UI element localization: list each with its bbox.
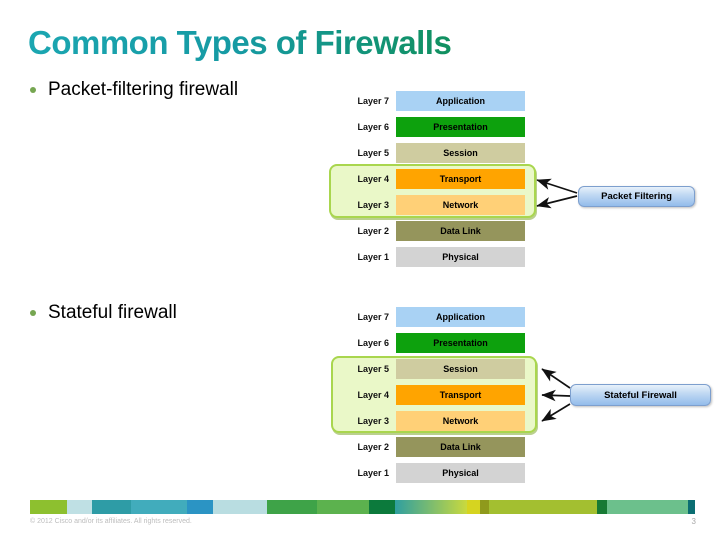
slide-title: Common Types of Firewalls	[28, 24, 628, 62]
layer-number-label: Layer 5	[357, 148, 389, 158]
stripe-segment	[480, 500, 489, 514]
layer-bar: Transport	[396, 169, 525, 189]
layer-number-label: Layer 3	[357, 200, 389, 210]
layer-number-label: Layer 6	[357, 338, 389, 348]
stripe-segment	[467, 500, 480, 514]
bullet-text: Packet-filtering firewall	[48, 79, 239, 100]
layer-bar: Presentation	[396, 333, 525, 353]
layer-bar: Physical	[396, 247, 525, 267]
osi-layer-row: Layer 1 Physical	[334, 463, 525, 483]
osi-layer-row: Layer 5 Session	[334, 359, 525, 379]
stripe-segment	[92, 500, 131, 514]
osi-layer-row: Layer 7 Application	[334, 91, 525, 111]
layer-bar: Data Link	[396, 221, 525, 241]
stripe-segment	[489, 500, 597, 514]
arrow-line	[541, 389, 571, 402]
osi-layer-row: Layer 2 Data Link	[334, 221, 525, 241]
layer-bar: Transport	[396, 385, 525, 405]
callout-stateful-firewall: Stateful Firewall	[570, 384, 711, 406]
stripe-segment	[131, 500, 187, 514]
stripe-segment	[395, 500, 467, 514]
stripe-segment	[369, 500, 395, 514]
arrow-line	[536, 178, 578, 194]
stripe-segment	[317, 500, 369, 514]
layer-bar: Session	[396, 143, 525, 163]
stripe-segment	[688, 500, 695, 514]
osi-layer-row: Layer 3 Network	[334, 195, 525, 215]
osi-layer-row: Layer 3 Network	[334, 411, 525, 431]
layer-bar: Presentation	[396, 117, 525, 137]
layer-number-label: Layer 4	[357, 390, 389, 400]
stripe-segment	[187, 500, 213, 514]
stripe-segment	[607, 500, 688, 514]
layer-number-label: Layer 2	[357, 226, 389, 236]
osi-layer-row: Layer 6 Presentation	[334, 117, 525, 137]
stripe-segment	[30, 500, 67, 514]
stripe-segment	[597, 500, 607, 514]
layer-number-label: Layer 7	[357, 312, 389, 322]
bullet-item-stateful: Stateful firewall	[30, 302, 177, 324]
bullet-dot-icon	[30, 310, 36, 316]
footer-copyright: © 2012 Cisco and/or its affiliates. All …	[30, 518, 192, 525]
osi-layer-row: Layer 4 Transport	[334, 169, 525, 189]
layer-bar: Network	[396, 411, 525, 431]
osi-layer-row: Layer 7 Application	[334, 307, 525, 327]
layer-bar: Session	[396, 359, 525, 379]
layer-number-label: Layer 1	[357, 468, 389, 478]
layer-number-label: Layer 2	[357, 442, 389, 452]
osi-layer-row: Layer 5 Session	[334, 143, 525, 163]
bullet-dot-icon	[30, 87, 36, 93]
layer-bar: Data Link	[396, 437, 525, 457]
layer-number-label: Layer 7	[357, 96, 389, 106]
layer-bar: Network	[396, 195, 525, 215]
bullet-text: Stateful firewall	[48, 302, 177, 323]
bullet-item-packet-filtering: Packet-filtering firewall	[30, 79, 238, 101]
layer-bar: Application	[396, 307, 525, 327]
arrow-line	[541, 403, 571, 422]
layer-number-label: Layer 4	[357, 174, 389, 184]
stripe-segment	[213, 500, 267, 514]
osi-layer-row: Layer 1 Physical	[334, 247, 525, 267]
layer-bar: Physical	[396, 463, 525, 483]
osi-layer-row: Layer 6 Presentation	[334, 333, 525, 353]
callout-packet-filtering: Packet Filtering	[578, 186, 695, 207]
layer-number-label: Layer 6	[357, 122, 389, 132]
arrow-line	[541, 368, 571, 389]
layer-number-label: Layer 5	[357, 364, 389, 374]
stripe-segment	[67, 500, 92, 514]
layer-number-label: Layer 1	[357, 252, 389, 262]
arrow-line	[536, 195, 578, 209]
osi-layer-row: Layer 4 Transport	[334, 385, 525, 405]
layer-bar: Application	[396, 91, 525, 111]
page-number: 3	[691, 517, 696, 526]
stripe-segment	[267, 500, 317, 514]
footer-stripe	[30, 500, 695, 514]
osi-layer-row: Layer 2 Data Link	[334, 437, 525, 457]
layer-number-label: Layer 3	[357, 416, 389, 426]
